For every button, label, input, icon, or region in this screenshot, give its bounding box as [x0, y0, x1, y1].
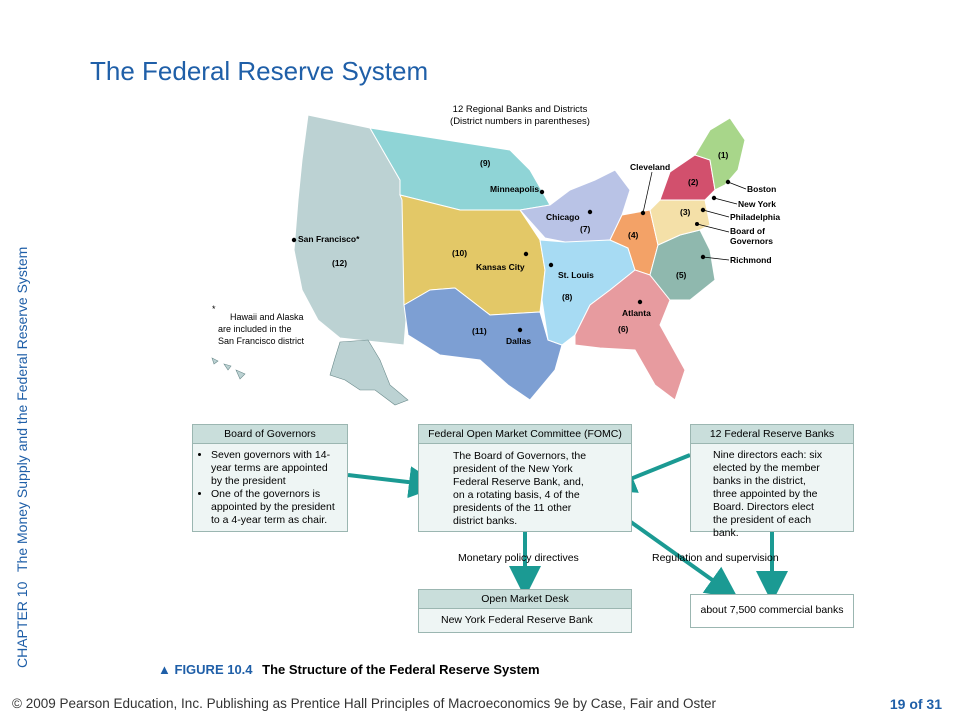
- district-10-number: (10): [452, 248, 467, 258]
- city-philadelphia: Philadelphia: [730, 212, 780, 222]
- open-market-desk-box: Open Market Desk New York Federal Reserv…: [418, 589, 632, 633]
- district-6-region: [574, 269, 686, 401]
- desk-box-body: New York Federal Reserve Bank: [441, 614, 593, 626]
- city-chicago: Chicago: [546, 212, 580, 222]
- district-1-number: (1): [718, 150, 729, 160]
- figure-title: The Structure of the Federal Reserve Sys…: [262, 662, 540, 677]
- commercial-banks-text: about 7,500 commercial banks: [700, 604, 844, 616]
- district-5-number: (5): [676, 270, 687, 280]
- district-7-number: (7): [580, 224, 591, 234]
- city-boston: Boston: [747, 184, 776, 194]
- map-heading-line1: 12 Regional Banks and Districts: [453, 104, 588, 115]
- federal-reserve-banks-box: 12 Federal Reserve Banks Nine directors …: [690, 424, 854, 539]
- district-11-number: (11): [472, 326, 487, 336]
- fomc-box-header: Federal Open Market Committee (FOMC): [419, 425, 631, 444]
- map-note-line2: are included in the: [218, 324, 292, 334]
- board-bullet-2: One of the governors is appointed by the…: [211, 488, 339, 527]
- city-cleveland: Cleveland: [630, 162, 670, 172]
- figure-caption: ▲ FIGURE 10.4 The Structure of the Feder…: [158, 662, 540, 677]
- map-heading-line2: (District numbers in parentheses): [450, 116, 590, 127]
- city-san-francisco: San Francisco*: [298, 234, 360, 244]
- figure-number: FIGURE 10.4: [174, 662, 253, 677]
- district-12-number: (12): [332, 258, 347, 268]
- regulation-label: Regulation and supervision: [652, 552, 779, 564]
- district-4-number: (4): [628, 230, 639, 240]
- city-kansas-city: Kansas City: [476, 262, 525, 272]
- district-9-number: (9): [480, 158, 491, 168]
- caption-triangle-icon: ▲: [158, 662, 171, 677]
- city-richmond: Richmond: [730, 255, 772, 265]
- desk-box-header: Open Market Desk: [419, 590, 631, 609]
- federal-reserve-map: 12 Regional Banks and Districts (Distric…: [211, 104, 780, 406]
- fomc-box-body: The Board of Governors, the president of…: [453, 450, 587, 527]
- city-st-louis: St. Louis: [558, 270, 594, 280]
- city-dallas: Dallas: [506, 336, 531, 346]
- page-number: 19 of 31: [889, 696, 942, 712]
- map-note-line3: San Francisco district: [218, 336, 305, 346]
- board-bullet-1: Seven governors with 14-year terms are a…: [211, 449, 339, 488]
- monetary-policy-label: Monetary policy directives: [458, 552, 579, 564]
- fomc-box: Federal Open Market Committee (FOMC) The…: [418, 424, 632, 532]
- arrow-fomc-to-commercial: [626, 518, 739, 599]
- board-label-line2: Governors: [730, 236, 773, 246]
- district-8-number: (8): [562, 292, 573, 302]
- footer-copyright: © 2009 Pearson Education, Inc. Publishin…: [12, 696, 717, 711]
- district-3-number: (3): [680, 207, 691, 217]
- board-box-header: Board of Governors: [193, 425, 347, 444]
- city-atlanta: Atlanta: [622, 308, 651, 318]
- hawaii-region: [211, 357, 246, 380]
- arrow-board-to-fomc: [347, 466, 441, 499]
- city-new-york: New York: [738, 199, 776, 209]
- map-note-star: *: [212, 304, 216, 314]
- district-2-number: (2): [688, 177, 699, 187]
- board-of-governors-box: Board of Governors Seven governors with …: [192, 424, 348, 532]
- banks-box-body: Nine directors each: six elected by the …: [713, 449, 823, 539]
- banks-box-header: 12 Federal Reserve Banks: [691, 425, 853, 444]
- board-label-line1: Board of: [730, 226, 765, 236]
- commercial-banks-box: about 7,500 commercial banks: [690, 594, 854, 628]
- board-bullet-list: Seven governors with 14-year terms are a…: [201, 449, 339, 527]
- map-note-line1: Hawaii and Alaska: [230, 312, 304, 322]
- district-11-region: [403, 287, 563, 401]
- alaska-region: [329, 339, 409, 406]
- slide-title: The Federal Reserve System: [90, 56, 429, 86]
- city-minneapolis: Minneapolis: [490, 184, 539, 194]
- district-1-region: [694, 117, 746, 191]
- district-6-number: (6): [618, 324, 629, 334]
